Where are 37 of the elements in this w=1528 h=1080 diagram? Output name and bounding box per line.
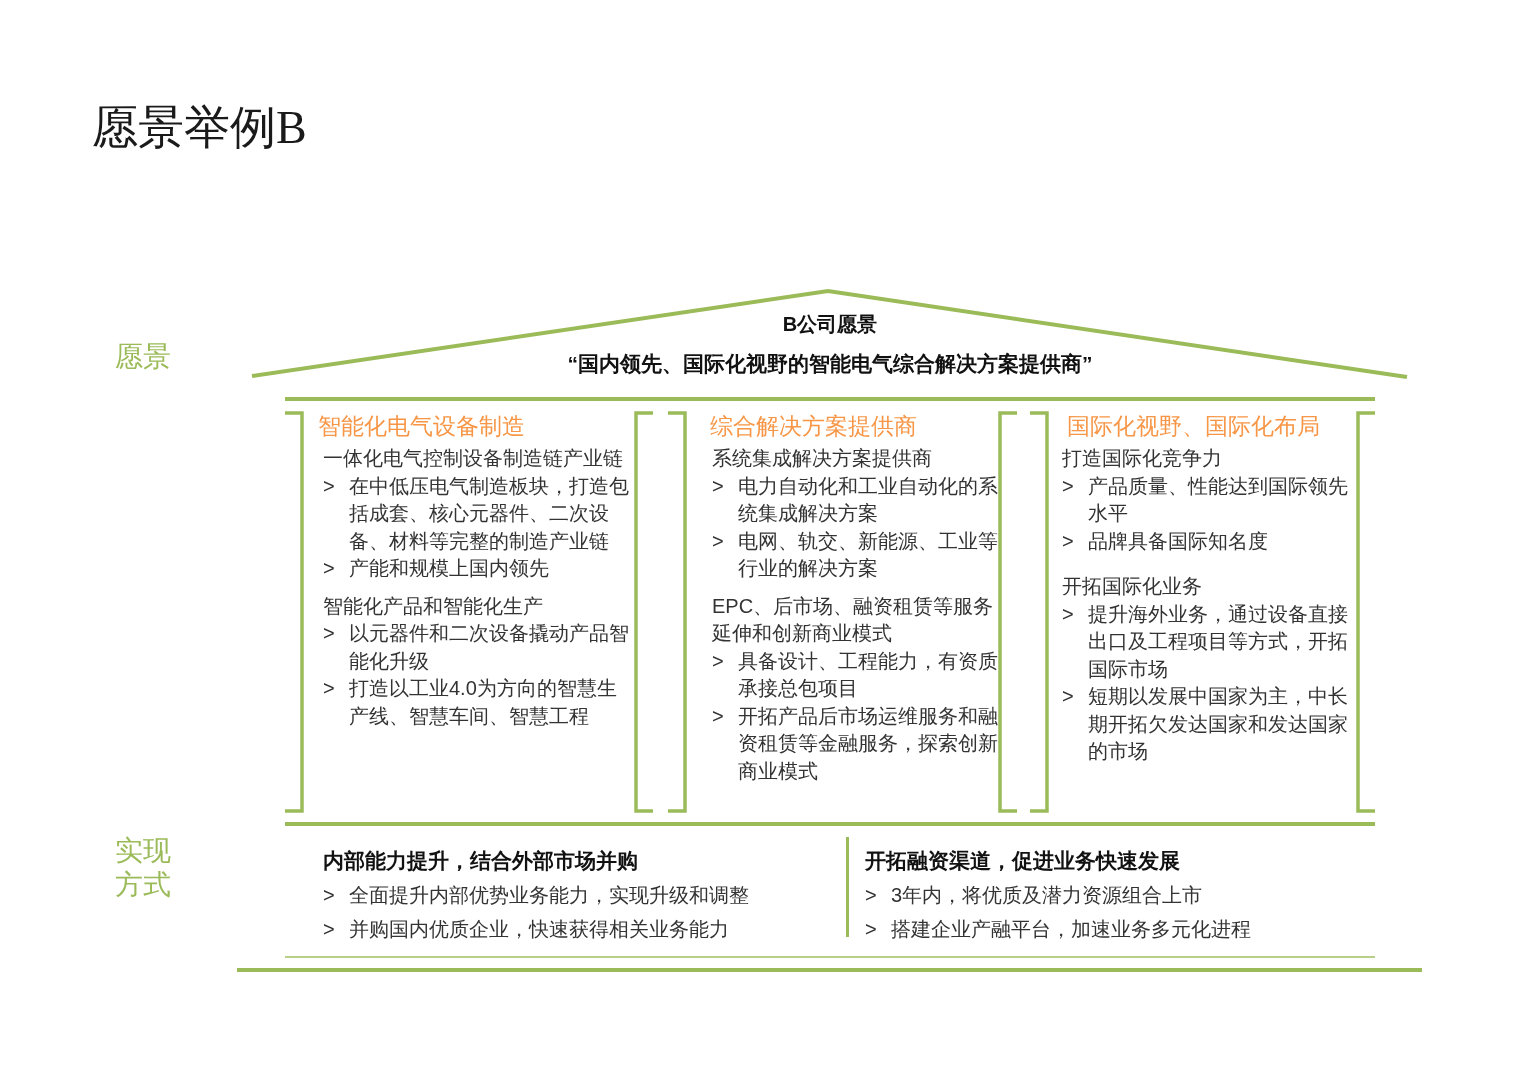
bullet-item: > 在中低压电气制造板块，打造包括成套、核心元器件、二次设备、材料等完整的制造产业链 <box>323 473 630 554</box>
bullet-item: > 开拓产品后市场运维服务和融资租赁等金融服务，探索创新商业模式 <box>712 703 999 784</box>
roof-outline <box>250 289 1410 379</box>
section-label: 愿景 <box>115 340 172 374</box>
bullet-item: > 以元器件和二次设备撬动产品智能化升级 <box>323 621 630 674</box>
bullet-item: > 产能和规模上国内领先 <box>323 556 549 581</box>
vision-statement: “国内领先、国际化视野的智能电气综合解决方案提供商” <box>567 351 1093 377</box>
bullet-item: > 电网、轨交、新能源、工业等行业的解决方案 <box>712 528 999 581</box>
band-heading: 内部能力提升，结合外部市场并购 <box>323 848 638 874</box>
bullet-item: > 搭建企业产融平台，加速业务多元化进程 <box>865 917 1251 942</box>
subheading: 智能化产品和智能化生产 <box>323 593 543 619</box>
vision-heading: B公司愿景 <box>782 312 878 337</box>
bullet-item: > 提升海外业务，通过设备直接出口及工程项目等方式，开拓国际市场 <box>1062 601 1349 682</box>
bullet-item: > 全面提升内部优势业务能力，实现升级和调整 <box>323 883 749 908</box>
bullet-item: > 3年内，将优质及潜力资源组合上市 <box>865 883 1203 908</box>
band-heading: 开拓融资渠道，促进业务快速发展 <box>865 848 1180 874</box>
bullet-item: > 短期以发展中国家为主，中长期开拓欠发达国家和发达国家的市场 <box>1062 684 1349 764</box>
pillar-frame <box>1030 411 1375 813</box>
subheading: 一体化电气控制设备制造链产业链 <box>323 446 623 471</box>
pillar-heading: 国际化视野、国际化布局 <box>1067 412 1320 441</box>
subheading: 开拓国际化业务 <box>1062 574 1202 599</box>
page-title: 愿景举例B <box>92 101 307 155</box>
pillar-frame <box>668 411 1017 813</box>
bullet-item: > 产品质量、性能达到国际领先水平 <box>1062 473 1349 526</box>
subheading: EPC、后市场、融资租赁等服务延伸和创新商业模式 <box>712 593 995 646</box>
bullet-item: > 具备设计、工程能力，有资质承接总包项目 <box>712 648 999 701</box>
bullet-item: > 打造以工业4.0为方向的智慧生产线、智慧车间、智慧工程 <box>323 676 618 729</box>
pillar-frame <box>285 411 653 813</box>
bullet-item: > 品牌具备国际知名度 <box>1062 528 1268 554</box>
bullet-item: > 并购国内优质企业，快速获得相关业务能力 <box>323 917 729 942</box>
pillar-heading: 智能化电气设备制造 <box>318 412 525 441</box>
subheading: 打造国际化竞争力 <box>1062 446 1222 471</box>
pillar-heading: 综合解决方案提供商 <box>710 412 917 441</box>
subheading: 系统集成解决方案提供商 <box>712 446 932 471</box>
foundation-band <box>285 822 1375 958</box>
bullet-item: > 电力自动化和工业自动化的系统集成解决方案 <box>712 473 999 526</box>
section-label: 实现方式 <box>115 834 172 902</box>
